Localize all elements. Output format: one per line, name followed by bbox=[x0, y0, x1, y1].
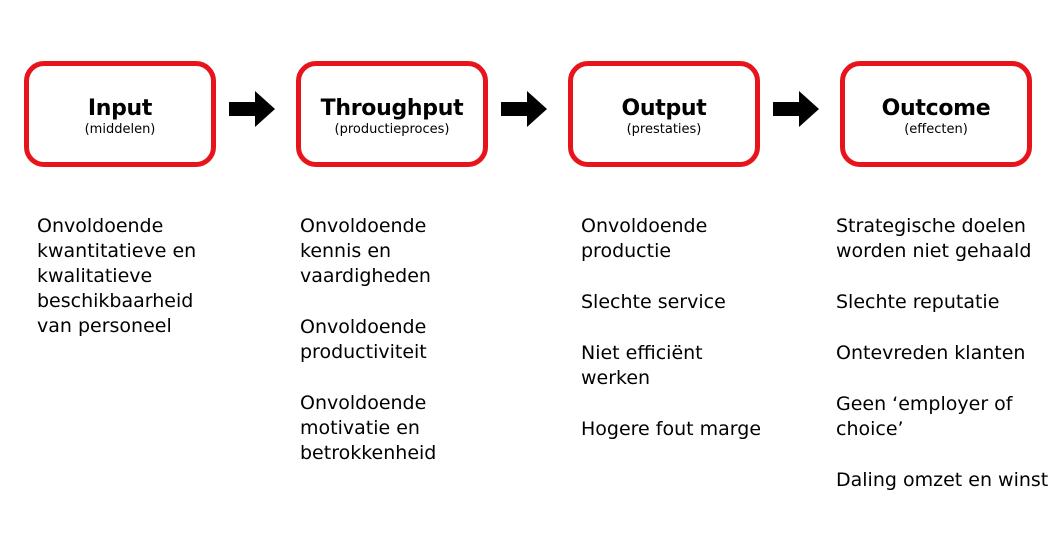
arrow-right-icon bbox=[501, 91, 547, 127]
list-item: Slechte service bbox=[581, 291, 726, 313]
stage-box-input: Input (middelen) bbox=[24, 61, 216, 167]
stage-title-output: Output bbox=[621, 96, 707, 121]
list-item: Onvoldoende kwantitatieve en kwalitatiev… bbox=[37, 215, 197, 337]
list-item: Onvoldoende kennis en vaardigheden bbox=[300, 215, 431, 287]
stage-title-input: Input bbox=[87, 96, 153, 121]
list-item: Onvoldoende motivatie en betrokkenheid bbox=[300, 392, 437, 464]
list-item: Onvoldoende productiviteit bbox=[300, 316, 427, 363]
list-item: Strategische doelen worden niet gehaald bbox=[836, 215, 1032, 262]
stage-box-outcome: Outcome (effecten) bbox=[840, 61, 1032, 167]
column-outcome: Strategische doelen worden niet gehaald … bbox=[836, 214, 1054, 519]
stage-title-throughput: Throughput bbox=[320, 96, 464, 121]
column-input: Onvoldoende kwantitatieve en kwalitatiev… bbox=[37, 214, 267, 365]
column-output: Onvoldoende productie Slechte service Ni… bbox=[581, 214, 811, 468]
stage-subtitle-outcome: (effecten) bbox=[904, 122, 968, 137]
list-item: Daling omzet en winst bbox=[836, 469, 1049, 491]
list-item: Niet efficiënt werken bbox=[581, 342, 703, 389]
arrow-right-icon bbox=[773, 91, 819, 127]
list-item: Ontevreden klanten bbox=[836, 342, 1026, 364]
list-item: Slechte reputatie bbox=[836, 291, 1000, 313]
stage-box-throughput: Throughput (productieproces) bbox=[296, 61, 488, 167]
stage-subtitle-input: (middelen) bbox=[84, 122, 156, 137]
arrow-right-icon bbox=[229, 91, 275, 127]
list-item: Hogere fout marge bbox=[581, 418, 762, 440]
stage-subtitle-throughput: (productieproces) bbox=[334, 122, 450, 137]
list-item: Geen ‘employer of choice’ bbox=[836, 393, 1013, 440]
stage-box-output: Output (prestaties) bbox=[568, 61, 760, 167]
column-throughput: Onvoldoende kennis en vaardigheden Onvol… bbox=[300, 214, 530, 492]
list-item: Onvoldoende productie bbox=[581, 215, 708, 262]
stage-subtitle-output: (prestaties) bbox=[626, 122, 702, 137]
stage-title-outcome: Outcome bbox=[881, 96, 991, 121]
